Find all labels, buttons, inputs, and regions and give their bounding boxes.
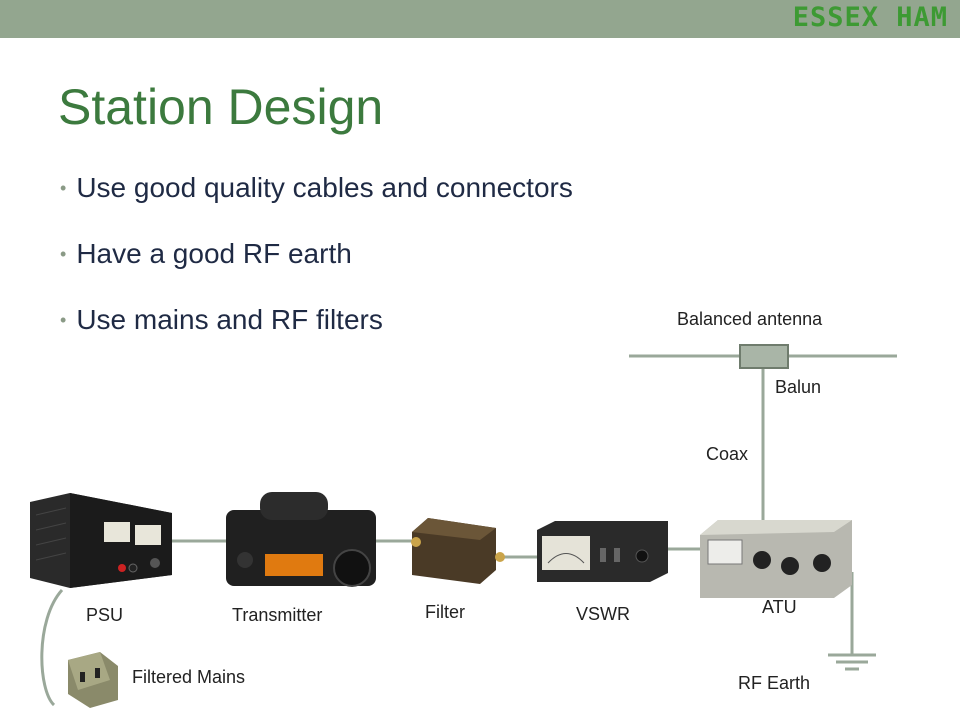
vswr-meter-icon xyxy=(537,521,668,582)
transmitter-icon xyxy=(226,492,376,587)
label-coax: Coax xyxy=(706,444,749,464)
bullet-text: Use mains and RF filters xyxy=(76,304,383,335)
psu-icon xyxy=(30,493,172,588)
label-vswr: VSWR xyxy=(576,604,630,624)
label-filter: Filter xyxy=(425,602,465,622)
label-balun: Balun xyxy=(775,377,822,397)
mains-plug-icon xyxy=(68,652,118,708)
bullet-item: • Use good quality cables and connectors xyxy=(60,170,573,206)
bullet-icon: • xyxy=(60,178,67,198)
label-atu: ATU xyxy=(762,597,797,617)
atu-icon xyxy=(700,520,852,598)
bullet-icon: • xyxy=(60,244,67,264)
bullet-text: Have a good RF earth xyxy=(76,238,352,269)
label-rf-earth: RF Earth xyxy=(738,673,811,693)
filter-icon xyxy=(411,518,505,584)
bullet-item: • Use mains and RF filters xyxy=(60,302,573,338)
bullet-text: Use good quality cables and connectors xyxy=(76,172,573,203)
bullet-icon: • xyxy=(60,310,67,330)
header-bar: ESSEX HAM xyxy=(0,0,960,38)
label-transmitter: Transmitter xyxy=(232,605,323,625)
brand-logo: ESSEX HAM xyxy=(792,2,948,33)
label-psu: PSU xyxy=(86,605,124,625)
label-filtered-mains: Filtered Mains xyxy=(132,667,246,687)
balun-icon xyxy=(739,344,789,369)
cables xyxy=(40,354,897,707)
label-balanced-antenna: Balanced antenna xyxy=(677,309,823,329)
bullet-list: •Use good quality cables and connectors … xyxy=(60,170,573,368)
slide-title: Station Design xyxy=(58,79,384,135)
bullet-item: • Have a good RF earth xyxy=(60,236,573,272)
mains-cable xyxy=(40,588,64,707)
earth-symbol-icon xyxy=(828,653,876,671)
